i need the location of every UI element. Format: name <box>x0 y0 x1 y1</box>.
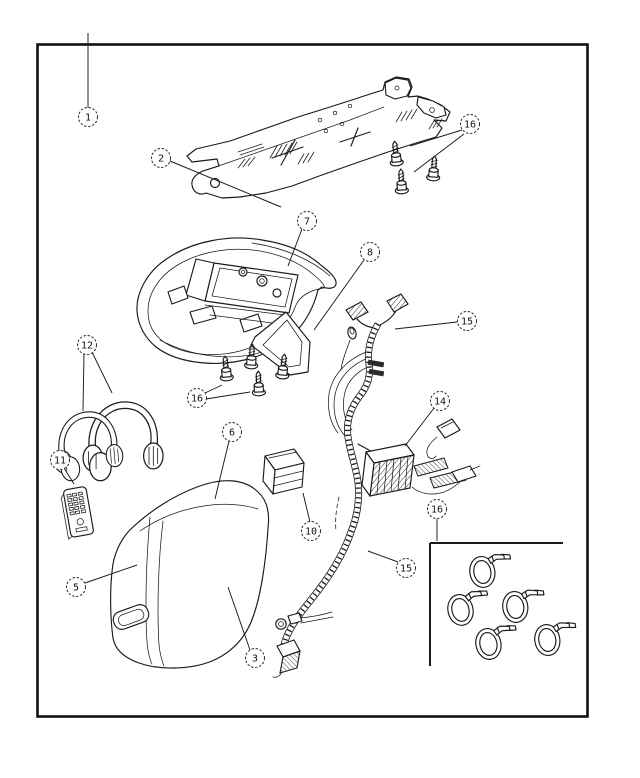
remote-control <box>60 486 94 540</box>
callout-11-label: 11 <box>54 456 66 467</box>
callout-5: 5 <box>66 577 86 597</box>
callout-2: 2 <box>151 148 171 168</box>
clamp-kit-box <box>429 542 580 666</box>
callout-6: 6 <box>222 422 242 442</box>
callout-15-lower-label: 15 <box>400 564 412 575</box>
callout-8-label: 8 <box>367 248 373 259</box>
callout-7: 7 <box>297 211 317 231</box>
callout-11: 11 <box>50 450 70 470</box>
callout-1: 1 <box>78 107 98 127</box>
callout-3-label: 3 <box>252 654 258 665</box>
callout-3: 3 <box>245 648 265 668</box>
leader-lines <box>63 33 465 651</box>
callout-16-middle-label: 16 <box>191 394 203 405</box>
callout-15-upper: 15 <box>457 311 477 331</box>
callout-1-label: 1 <box>85 113 91 124</box>
callout-12-label: 12 <box>81 341 93 352</box>
callout-10: 10 <box>301 521 321 541</box>
callout-15-upper-label: 15 <box>461 317 473 328</box>
wiring-harness <box>272 293 409 678</box>
mount-plate-screws <box>387 139 442 195</box>
diagram-border <box>36 43 589 718</box>
callout-14: 14 <box>430 391 450 411</box>
callout-6-label: 6 <box>229 428 235 439</box>
callout-15-lower: 15 <box>396 558 416 578</box>
callout-16-top-label: 16 <box>464 120 476 131</box>
callout-12: 12 <box>77 335 97 355</box>
console-cover <box>110 480 270 669</box>
callout-10-label: 10 <box>305 527 317 538</box>
callout-2-label: 2 <box>158 154 164 165</box>
headphones <box>50 401 164 483</box>
callout-8: 8 <box>360 242 380 262</box>
transmitter-module <box>262 448 305 495</box>
support-bracket <box>250 311 311 376</box>
receiver-module <box>361 418 481 497</box>
callout-16-top: 16 <box>460 114 480 134</box>
roof-mount-plate <box>186 76 451 199</box>
callouts: 1 2 16 7 8 15 12 16 11 6 14 10 5 3 15 16 <box>50 107 480 668</box>
callout-7-label: 7 <box>304 217 310 228</box>
callout-14-label: 14 <box>434 397 446 408</box>
callout-16-bottom: 16 <box>427 499 447 519</box>
callout-16-middle: 16 <box>187 388 207 408</box>
callout-5-label: 5 <box>73 583 79 594</box>
callout-16-bottom-label: 16 <box>431 505 443 516</box>
